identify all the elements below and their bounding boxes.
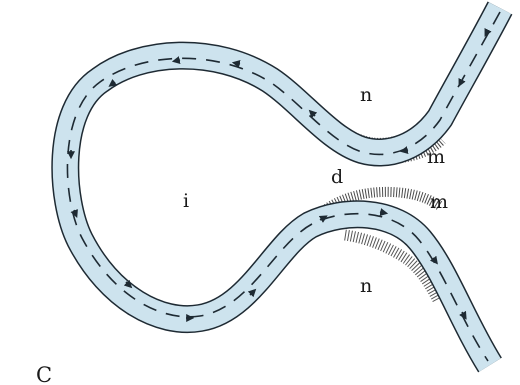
label-n-bottom: n: [360, 275, 372, 297]
arrow-12: [247, 288, 257, 298]
arrow-9: [70, 209, 78, 218]
arrow-16: [459, 310, 467, 320]
hatch-lower-inner: [344, 229, 443, 303]
label-i: i: [183, 190, 189, 212]
label-d: d: [331, 166, 343, 188]
label-m-bottom: m: [430, 191, 448, 213]
arrow-7: [108, 78, 118, 87]
panel-label: C: [36, 363, 52, 385]
label-m-top: m: [427, 146, 445, 168]
arrow-1: [484, 27, 492, 37]
arrow-5: [231, 60, 241, 68]
channel-fill: [52, 2, 512, 372]
label-n-top: n: [360, 84, 372, 106]
flow-line: [66, 11, 501, 362]
arrow-3: [399, 146, 409, 154]
arrow-6: [171, 56, 181, 64]
arrow-13: [318, 215, 328, 223]
arrow-4: [308, 109, 318, 119]
arrow-2: [458, 77, 466, 87]
flow-arrows: [66, 11, 501, 362]
arrow-10: [123, 279, 133, 289]
arrow-15: [429, 255, 438, 265]
arrow-14: [379, 208, 389, 216]
